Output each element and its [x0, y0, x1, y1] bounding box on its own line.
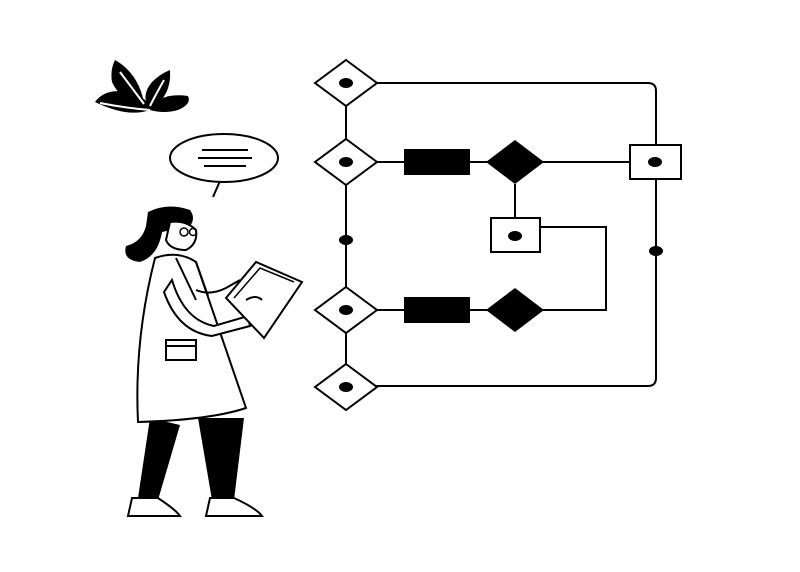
flow-node-diamond [313, 58, 379, 108]
connector-dot [649, 246, 663, 256]
flow-node-rect [629, 144, 682, 180]
leaf-plant-icon [95, 60, 189, 113]
connector-dot [339, 235, 353, 245]
flow-node-decision-filled [486, 140, 544, 184]
flowchart-nodes [313, 58, 682, 412]
clipboard-icon [224, 260, 304, 340]
speech-bubble-icon [169, 133, 279, 198]
flow-node-decision-filled [486, 288, 544, 332]
flow-node-process-filled [404, 149, 470, 175]
flow-node-process-filled [404, 297, 470, 323]
flow-node-diamond [313, 362, 379, 412]
person-icon [125, 206, 265, 517]
flow-node-rect [490, 217, 541, 253]
flow-node-diamond [313, 137, 379, 187]
connector-dots [339, 235, 663, 256]
flow-node-diamond [313, 285, 379, 335]
